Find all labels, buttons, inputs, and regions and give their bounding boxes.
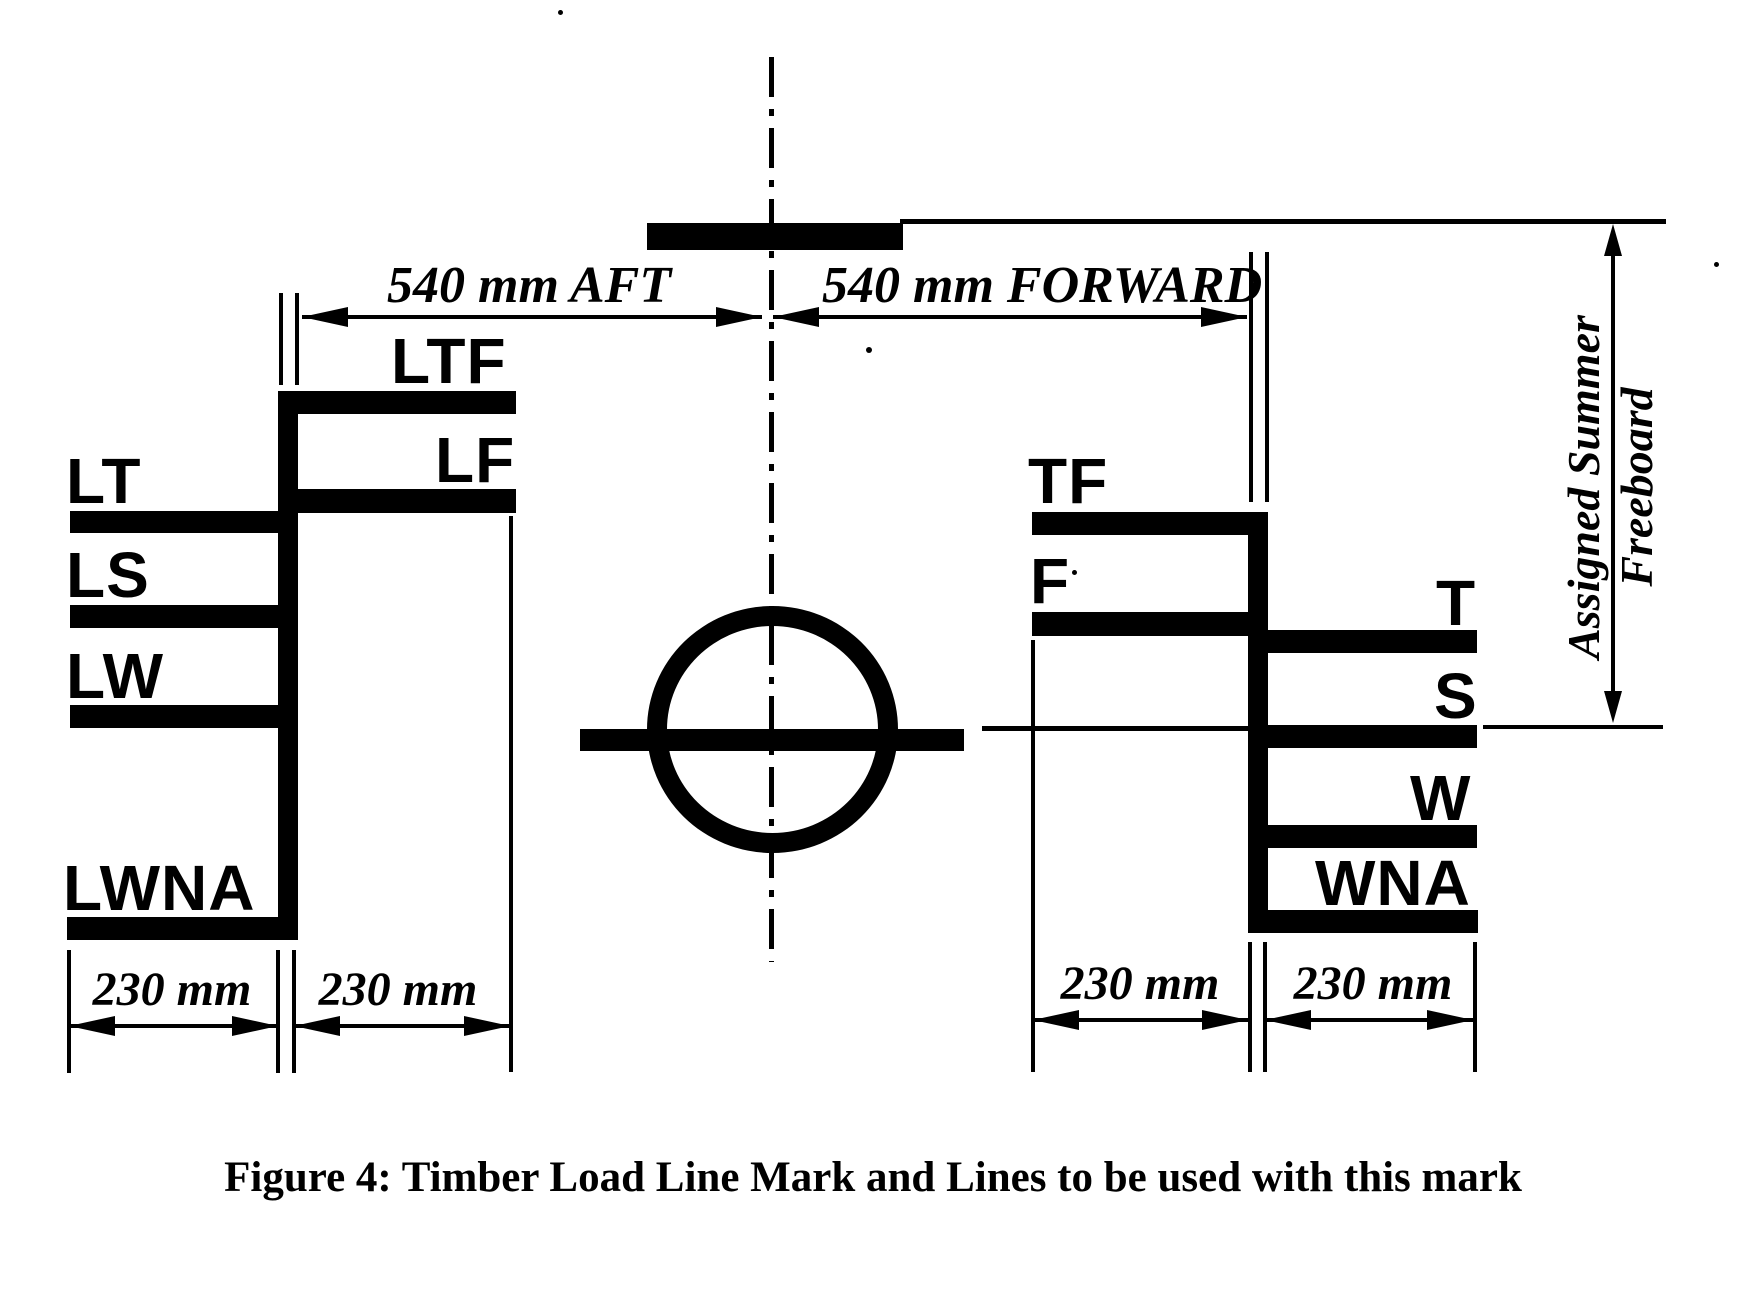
forward-dimension-label: 540 mm FORWARD bbox=[822, 257, 1263, 314]
deck-line-bar bbox=[647, 223, 903, 250]
loadline-forward-width-label: 230 mm bbox=[1293, 957, 1453, 1010]
freeboard-note-line1: Assigned Summer bbox=[1558, 315, 1609, 659]
arrowhead-icon bbox=[464, 1016, 510, 1036]
ltf-line bbox=[278, 391, 516, 414]
timber-forward-width-label: 230 mm bbox=[318, 963, 478, 1016]
arrowhead-icon bbox=[1201, 307, 1247, 327]
aft-dimension-line bbox=[302, 315, 762, 319]
arrowhead-icon bbox=[69, 1016, 115, 1036]
timber-dim-ext-right bbox=[509, 516, 513, 1072]
lw-line bbox=[70, 705, 278, 728]
loadline-dim-ext-left bbox=[1031, 640, 1035, 1072]
s-line bbox=[1268, 725, 1477, 748]
scan-speck bbox=[1714, 262, 1719, 267]
s-label: S bbox=[1434, 660, 1478, 732]
lf-label: LF bbox=[435, 424, 516, 496]
ls-label: LS bbox=[66, 539, 150, 611]
forward-extension-tick-2 bbox=[1265, 252, 1269, 502]
mark-centerline bbox=[769, 57, 774, 962]
deck-line-extension bbox=[900, 219, 1666, 224]
aft-extension-tick-1 bbox=[279, 293, 283, 385]
arrowhead-icon bbox=[1033, 1010, 1079, 1030]
w-label: W bbox=[1410, 762, 1472, 834]
lw-label: LW bbox=[66, 640, 164, 712]
summer-level-line-left bbox=[982, 726, 1248, 731]
loadline-aft-width-line bbox=[1033, 1018, 1248, 1022]
loadline-forward-width-line bbox=[1265, 1018, 1473, 1022]
arrowhead-icon bbox=[1604, 224, 1622, 256]
scan-speck bbox=[558, 10, 563, 15]
loadline-mark-vertical bbox=[1248, 512, 1268, 933]
timber-forward-width-line bbox=[294, 1024, 510, 1028]
arrowhead-icon bbox=[1202, 1010, 1248, 1030]
arrowhead-icon bbox=[773, 307, 819, 327]
aft-extension-tick-2 bbox=[295, 293, 299, 385]
arrowhead-icon bbox=[1427, 1010, 1473, 1030]
loadline-aft-width-label: 230 mm bbox=[1060, 957, 1220, 1010]
tf-line bbox=[1032, 512, 1268, 535]
t-label: T bbox=[1436, 567, 1477, 639]
loadline-dim-tick-2 bbox=[1263, 942, 1267, 1072]
forward-extension-tick-1 bbox=[1249, 252, 1253, 502]
arrowhead-icon bbox=[1265, 1010, 1311, 1030]
aft-dimension-label: 540 mm AFT bbox=[387, 257, 672, 314]
lwna-line bbox=[67, 917, 298, 940]
lf-line bbox=[298, 489, 516, 513]
ltf-label: LTF bbox=[391, 325, 507, 397]
forward-dimension-line bbox=[773, 315, 1247, 319]
freeboard-note-line2: Freeboard bbox=[1611, 387, 1662, 587]
timber-mark-vertical bbox=[278, 391, 298, 940]
lt-line bbox=[70, 511, 278, 533]
arrowhead-icon bbox=[716, 307, 762, 327]
wna-label: WNA bbox=[1315, 847, 1471, 919]
t-line bbox=[1268, 630, 1477, 653]
summer-level-line-right bbox=[1483, 725, 1663, 729]
w-line bbox=[1268, 825, 1477, 848]
timber-aft-width-line bbox=[69, 1024, 278, 1028]
f-line bbox=[1032, 612, 1248, 636]
arrowhead-icon bbox=[232, 1016, 278, 1036]
freeboard-dimension-line bbox=[1611, 234, 1615, 716]
timber-dim-ext-left bbox=[67, 950, 71, 1073]
tf-label: TF bbox=[1028, 445, 1109, 517]
lt-label: LT bbox=[66, 445, 142, 517]
wna-line bbox=[1248, 910, 1478, 933]
figure-caption: Figure 4: Timber Load Line Mark and Line… bbox=[224, 1154, 1522, 1201]
lwna-label: LWNA bbox=[63, 852, 256, 924]
ring-horizontal-bar bbox=[580, 729, 964, 751]
loadline-dim-tick-1 bbox=[1248, 942, 1252, 1072]
scan-speck bbox=[1072, 570, 1077, 575]
f-label: F bbox=[1030, 545, 1071, 617]
arrowhead-icon bbox=[294, 1016, 340, 1036]
timber-dim-tick-1 bbox=[276, 950, 280, 1073]
arrowhead-icon bbox=[302, 307, 348, 327]
loadline-dim-ext-right bbox=[1473, 942, 1477, 1072]
arrowhead-icon bbox=[1604, 691, 1622, 723]
timber-dim-tick-2 bbox=[292, 950, 296, 1073]
timber-aft-width-label: 230 mm bbox=[92, 963, 252, 1016]
scan-speck bbox=[866, 347, 872, 353]
ls-line bbox=[70, 605, 278, 628]
